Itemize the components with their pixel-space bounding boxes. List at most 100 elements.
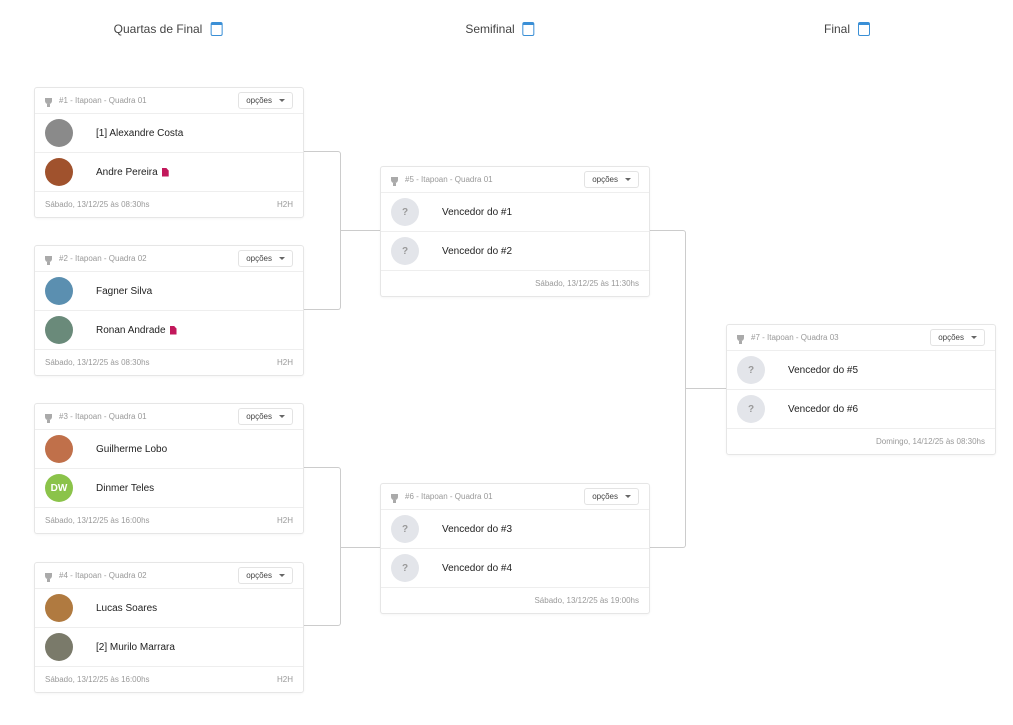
bracket-connector [302,151,341,310]
player-row[interactable]: [1] Alexandre Costa [35,114,303,153]
match-card: #1 - Itapoan - Quadra 01 opções [1] Alex… [34,87,304,218]
player-name: Fagner Silva [96,285,153,297]
bracket-connector [686,388,726,389]
player-name: Andre Pereira [96,166,158,178]
caret-down-icon [625,178,631,181]
player-row[interactable]: ?Vencedor do #5 [727,351,995,390]
caret-down-icon [971,336,977,339]
calendar-icon[interactable] [210,22,223,36]
player-name: [1] Alexandre Costa [96,127,184,139]
player-name: Vencedor do #5 [788,364,859,376]
bracket-connector [647,230,686,548]
options-dropdown[interactable]: opções [238,408,293,425]
unknown-avatar: ? [737,395,765,423]
match-header: #2 - Itapoan - Quadra 02 opções [35,246,303,272]
match-footer: Domingo, 14/12/25 às 08:30hs [727,429,995,454]
h2h-link[interactable]: H2H [276,200,293,209]
calendar-icon[interactable] [858,22,871,36]
caret-down-icon [625,495,631,498]
match-info: #4 - Itapoan - Quadra 02 [59,571,147,580]
match-card: #7 - Itapoan - Quadra 03 opções ?Vencedo… [726,324,996,455]
document-icon[interactable] [169,325,177,335]
trophy-icon [737,334,744,344]
avatar [45,277,73,305]
player-row[interactable]: Andre Pereira [35,153,303,192]
avatar [45,594,73,622]
match-date: Sábado, 13/12/25 às 16:00hs [45,675,150,684]
player-row[interactable]: ?Vencedor do #3 [381,510,649,549]
match-info: #2 - Itapoan - Quadra 02 [59,254,147,263]
unknown-avatar: ? [391,237,419,265]
trophy-icon [45,255,52,265]
bracket-connector [340,547,380,548]
match-header: #5 - Itapoan - Quadra 01 opções [381,167,649,193]
player-row[interactable]: Guilherme Lobo [35,430,303,469]
player-row[interactable]: Lucas Soares [35,589,303,628]
match-info: #1 - Itapoan - Quadra 01 [59,96,147,105]
avatar [45,119,73,147]
round-title: Quartas de Final [113,22,203,36]
options-dropdown[interactable]: opções [584,171,639,188]
match-info: #3 - Itapoan - Quadra 01 [59,412,147,421]
match-footer: Sábado, 13/12/25 às 19:00hs [381,588,649,613]
trophy-icon [45,572,52,582]
options-label: opções [246,571,272,580]
round-title: Semifinal [465,22,515,36]
options-dropdown[interactable]: opções [930,329,985,346]
player-row[interactable]: Fagner Silva [35,272,303,311]
match-header: #4 - Itapoan - Quadra 02 opções [35,563,303,589]
player-row[interactable]: Ronan Andrade [35,311,303,350]
h2h-link[interactable]: H2H [276,358,293,367]
match-header: #7 - Itapoan - Quadra 03 opções [727,325,995,351]
round-header-quarterfinal: Quartas de Final [114,22,223,36]
player-name: Vencedor do #1 [442,206,513,218]
player-name: Vencedor do #6 [788,403,859,415]
match-card: #5 - Itapoan - Quadra 01 opções ? Vencedo… [380,166,650,297]
bracket-connector [302,467,341,626]
trophy-icon [45,97,52,107]
round-header-final: Final [824,22,871,36]
avatar [45,158,73,186]
unknown-avatar: ? [391,198,419,226]
match-date: Sábado, 13/12/25 às 08:30hs [45,358,150,367]
document-icon[interactable] [161,167,169,177]
match-date: Sábado, 13/12/25 às 08:30hs [45,200,150,209]
match-footer: Sábado, 13/12/25 às 16:00hs H2H [35,667,303,692]
player-name: [2] Murilo Marrara [96,641,175,653]
match-info: #7 - Itapoan - Quadra 03 [751,333,839,342]
match-date: Sábado, 13/12/25 às 16:00hs [45,516,150,525]
options-dropdown[interactable]: opções [238,92,293,109]
player-name: Guilherme Lobo [96,443,168,455]
match-footer: Sábado, 13/12/25 às 16:00hs H2H [35,508,303,533]
avatar [45,316,73,344]
player-name: Vencedor do #2 [442,245,513,257]
caret-down-icon [279,257,285,260]
match-date: Sábado, 13/12/25 às 19:00hs [534,596,639,605]
options-label: opções [246,96,272,105]
player-row[interactable]: ?Vencedor do #4 [381,549,649,588]
unknown-avatar: ? [391,515,419,543]
match-info: #6 - Itapoan - Quadra 01 [405,492,493,501]
options-label: opções [246,254,272,263]
player-name: Lucas Soares [96,602,158,614]
player-row[interactable]: ? Vencedor do #2 [381,232,649,271]
match-card: #2 - Itapoan - Quadra 02 opções Fagner S… [34,245,304,376]
trophy-icon [45,413,52,423]
trophy-icon [391,493,398,503]
h2h-link[interactable]: H2H [276,516,293,525]
player-row[interactable]: ? Vencedor do #1 [381,193,649,232]
avatar-initials: DW [45,474,73,502]
match-footer: Sábado, 13/12/25 às 08:30hs H2H [35,350,303,375]
options-label: opções [938,333,964,342]
options-dropdown[interactable]: opções [238,250,293,267]
calendar-icon[interactable] [522,22,535,36]
match-card: #3 - Itapoan - Quadra 01 opções Guilherm… [34,403,304,534]
options-dropdown[interactable]: opções [238,567,293,584]
round-header-semifinal: Semifinal [465,22,535,36]
player-row[interactable]: ? Vencedor do #6 [727,390,995,429]
options-dropdown[interactable]: opções [584,488,639,505]
match-header: #1 - Itapoan - Quadra 01 opções [35,88,303,114]
h2h-link[interactable]: H2H [276,675,293,684]
player-row[interactable]: [2] Murilo Marrara [35,628,303,667]
